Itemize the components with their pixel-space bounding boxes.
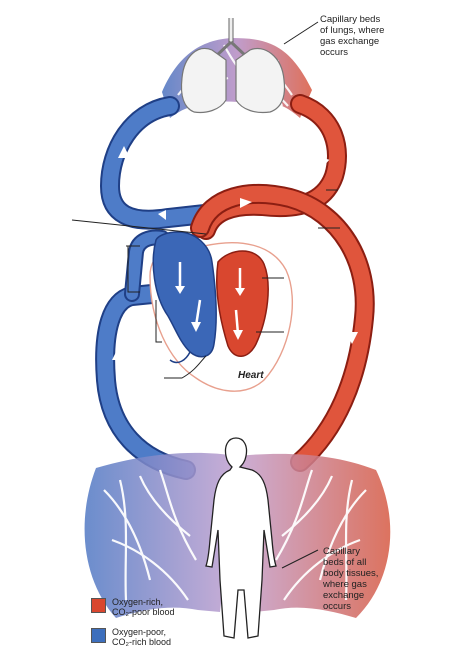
heart-flow-arrows	[175, 262, 245, 340]
oxygen-poor-legend-text: Oxygen-poor, CO₂-rich blood	[112, 627, 172, 647]
oxygen-rich-legend-text: Oxygen-rich, CO₂-poor blood	[112, 597, 175, 617]
vessel-flow-arrows	[112, 146, 358, 360]
heart-label: Heart	[238, 370, 264, 381]
leader-lines	[71, 21, 340, 569]
body-capillary-bed	[84, 452, 391, 618]
aorta-loop	[190, 183, 375, 472]
lungs-illustration	[180, 18, 286, 114]
oxygen-poor-swatch	[91, 628, 106, 643]
heart-left-side	[215, 250, 269, 357]
legend-oxygen-rich: Oxygen-rich, CO₂-poor blood	[91, 597, 175, 617]
heart-right-side	[152, 231, 217, 364]
tissue-capillary-label: Capillary beds of all body tissues, wher…	[323, 546, 379, 612]
pulmonary-artery-loop	[99, 96, 215, 230]
human-body-silhouette	[205, 437, 277, 639]
oxygen-rich-swatch	[91, 598, 106, 613]
legend-oxygen-poor: Oxygen-poor, CO₂-rich blood	[91, 627, 171, 647]
lung-capillary-label: Capillary beds of lungs, where gas excha…	[320, 14, 385, 58]
